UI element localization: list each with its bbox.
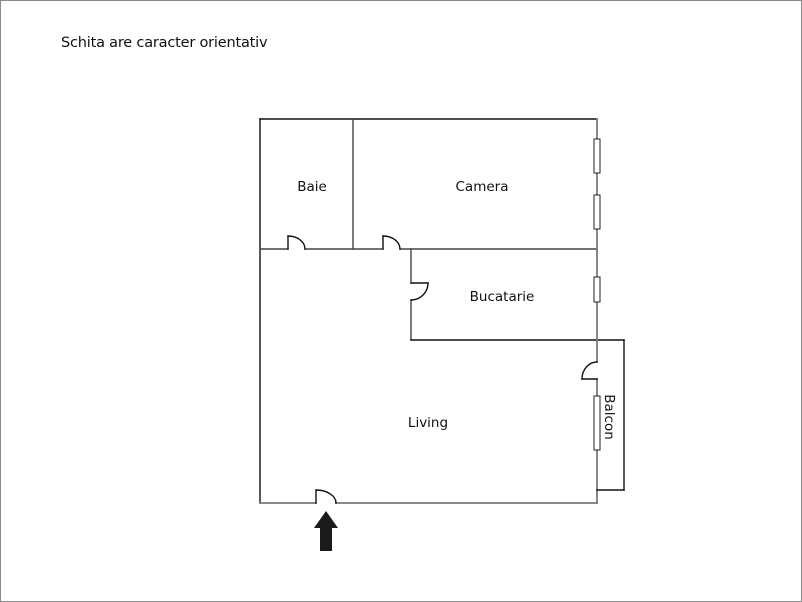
door-camera [382, 235, 401, 250]
window-camera-1 [593, 138, 601, 174]
room-label-camera: Camera [456, 179, 509, 195]
window-bucatarie [593, 276, 601, 303]
window-living [593, 395, 601, 451]
door-balcon [581, 361, 598, 380]
room-label-balcon: Balcon [601, 394, 617, 440]
room-label-living: Living [408, 415, 448, 431]
room-label-bucatarie: Bucatarie [470, 289, 535, 305]
door-baie [287, 235, 306, 250]
room-label-baie: Baie [297, 179, 327, 195]
door-entrance [315, 489, 337, 504]
entrance-arrow-up-icon [314, 511, 338, 551]
disclaimer-note: Schita are caracter orientativ [61, 35, 268, 51]
window-camera-2 [593, 194, 601, 230]
door-bucatarie [410, 282, 429, 301]
